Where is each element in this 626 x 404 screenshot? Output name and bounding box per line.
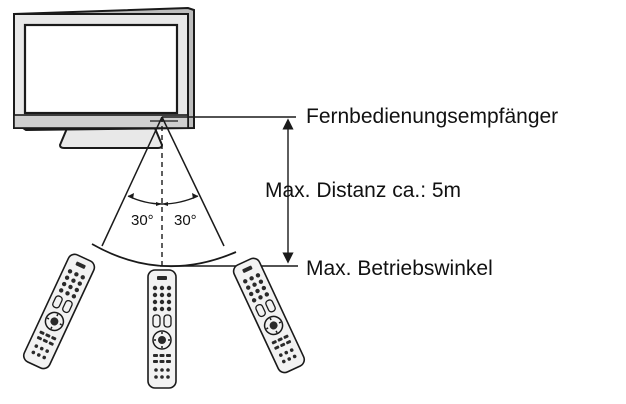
remote-left — [20, 251, 98, 372]
remote-right — [230, 255, 308, 376]
remote-center — [147, 269, 177, 389]
angle-left-label: 30° — [131, 212, 154, 229]
receiver-label: Fernbedienungsempfänger — [306, 105, 559, 128]
coverage-cone — [91, 116, 237, 272]
operating-angle-label: Max. Betriebswinkel — [306, 257, 493, 280]
angle-right-label: 30° — [174, 212, 197, 229]
tv-icon — [12, 6, 195, 149]
distance-label: Max. Distanz ca.: 5m — [265, 179, 462, 202]
